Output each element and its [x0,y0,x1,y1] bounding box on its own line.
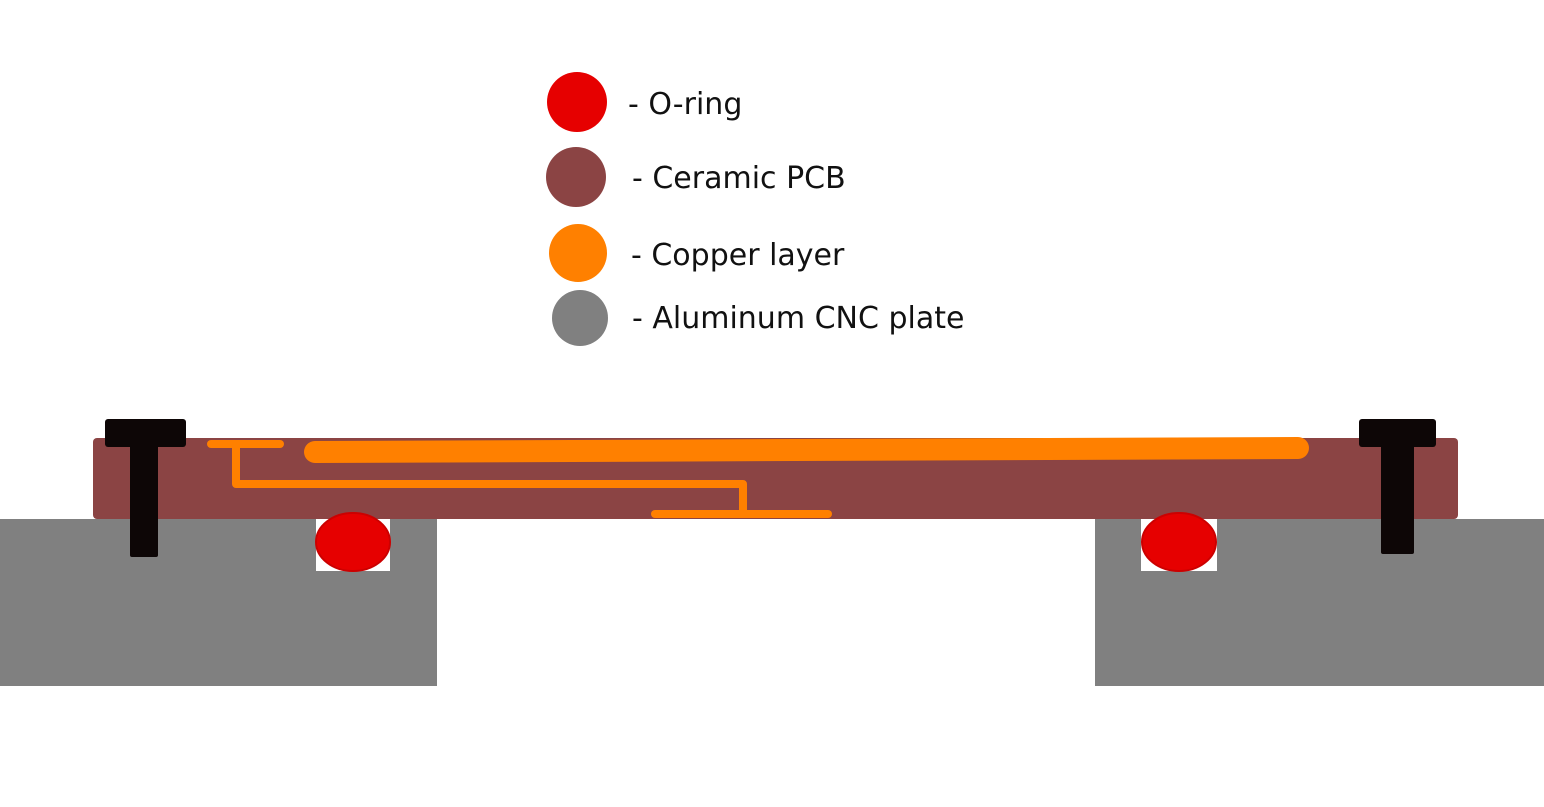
legend-label-ceramic-pcb: - Ceramic PCB [632,161,846,196]
aluminum-cnc-plates [0,519,1544,686]
o-ring-icon [315,512,391,572]
screw-shaft-left [130,445,158,557]
copper-layer [207,437,1309,518]
copper-layer-swatch [549,224,607,282]
copper-trace-via-path [232,442,747,518]
aluminum-plate-swatch [552,290,608,346]
t-screw-icon [105,419,186,557]
copper-trace-top [304,437,1309,463]
t-screw-icon [1359,419,1436,554]
screw-head-left [105,419,186,447]
legend-item-copper-layer: - Copper layer [549,224,845,282]
legend-label-aluminum-plate: - Aluminum CNC plate [632,301,964,336]
ceramic-pcb-swatch [546,147,606,207]
legend-label-copper-layer: - Copper layer [631,238,845,273]
legend-item-aluminum-plate: - Aluminum CNC plate [552,290,964,346]
legend-item-o-ring: - O-ring [547,72,742,132]
o-ring-swatch [547,72,607,132]
legend-item-ceramic-pcb: - Ceramic PCB [546,147,846,207]
screw-head-right [1359,419,1436,447]
legend: - O-ring - Ceramic PCB - Copper layer - … [546,72,964,346]
o-ring-icon [1141,512,1217,572]
legend-label-o-ring: - O-ring [628,87,742,122]
o-rings [315,512,1217,572]
screw-shaft-right [1381,445,1414,554]
